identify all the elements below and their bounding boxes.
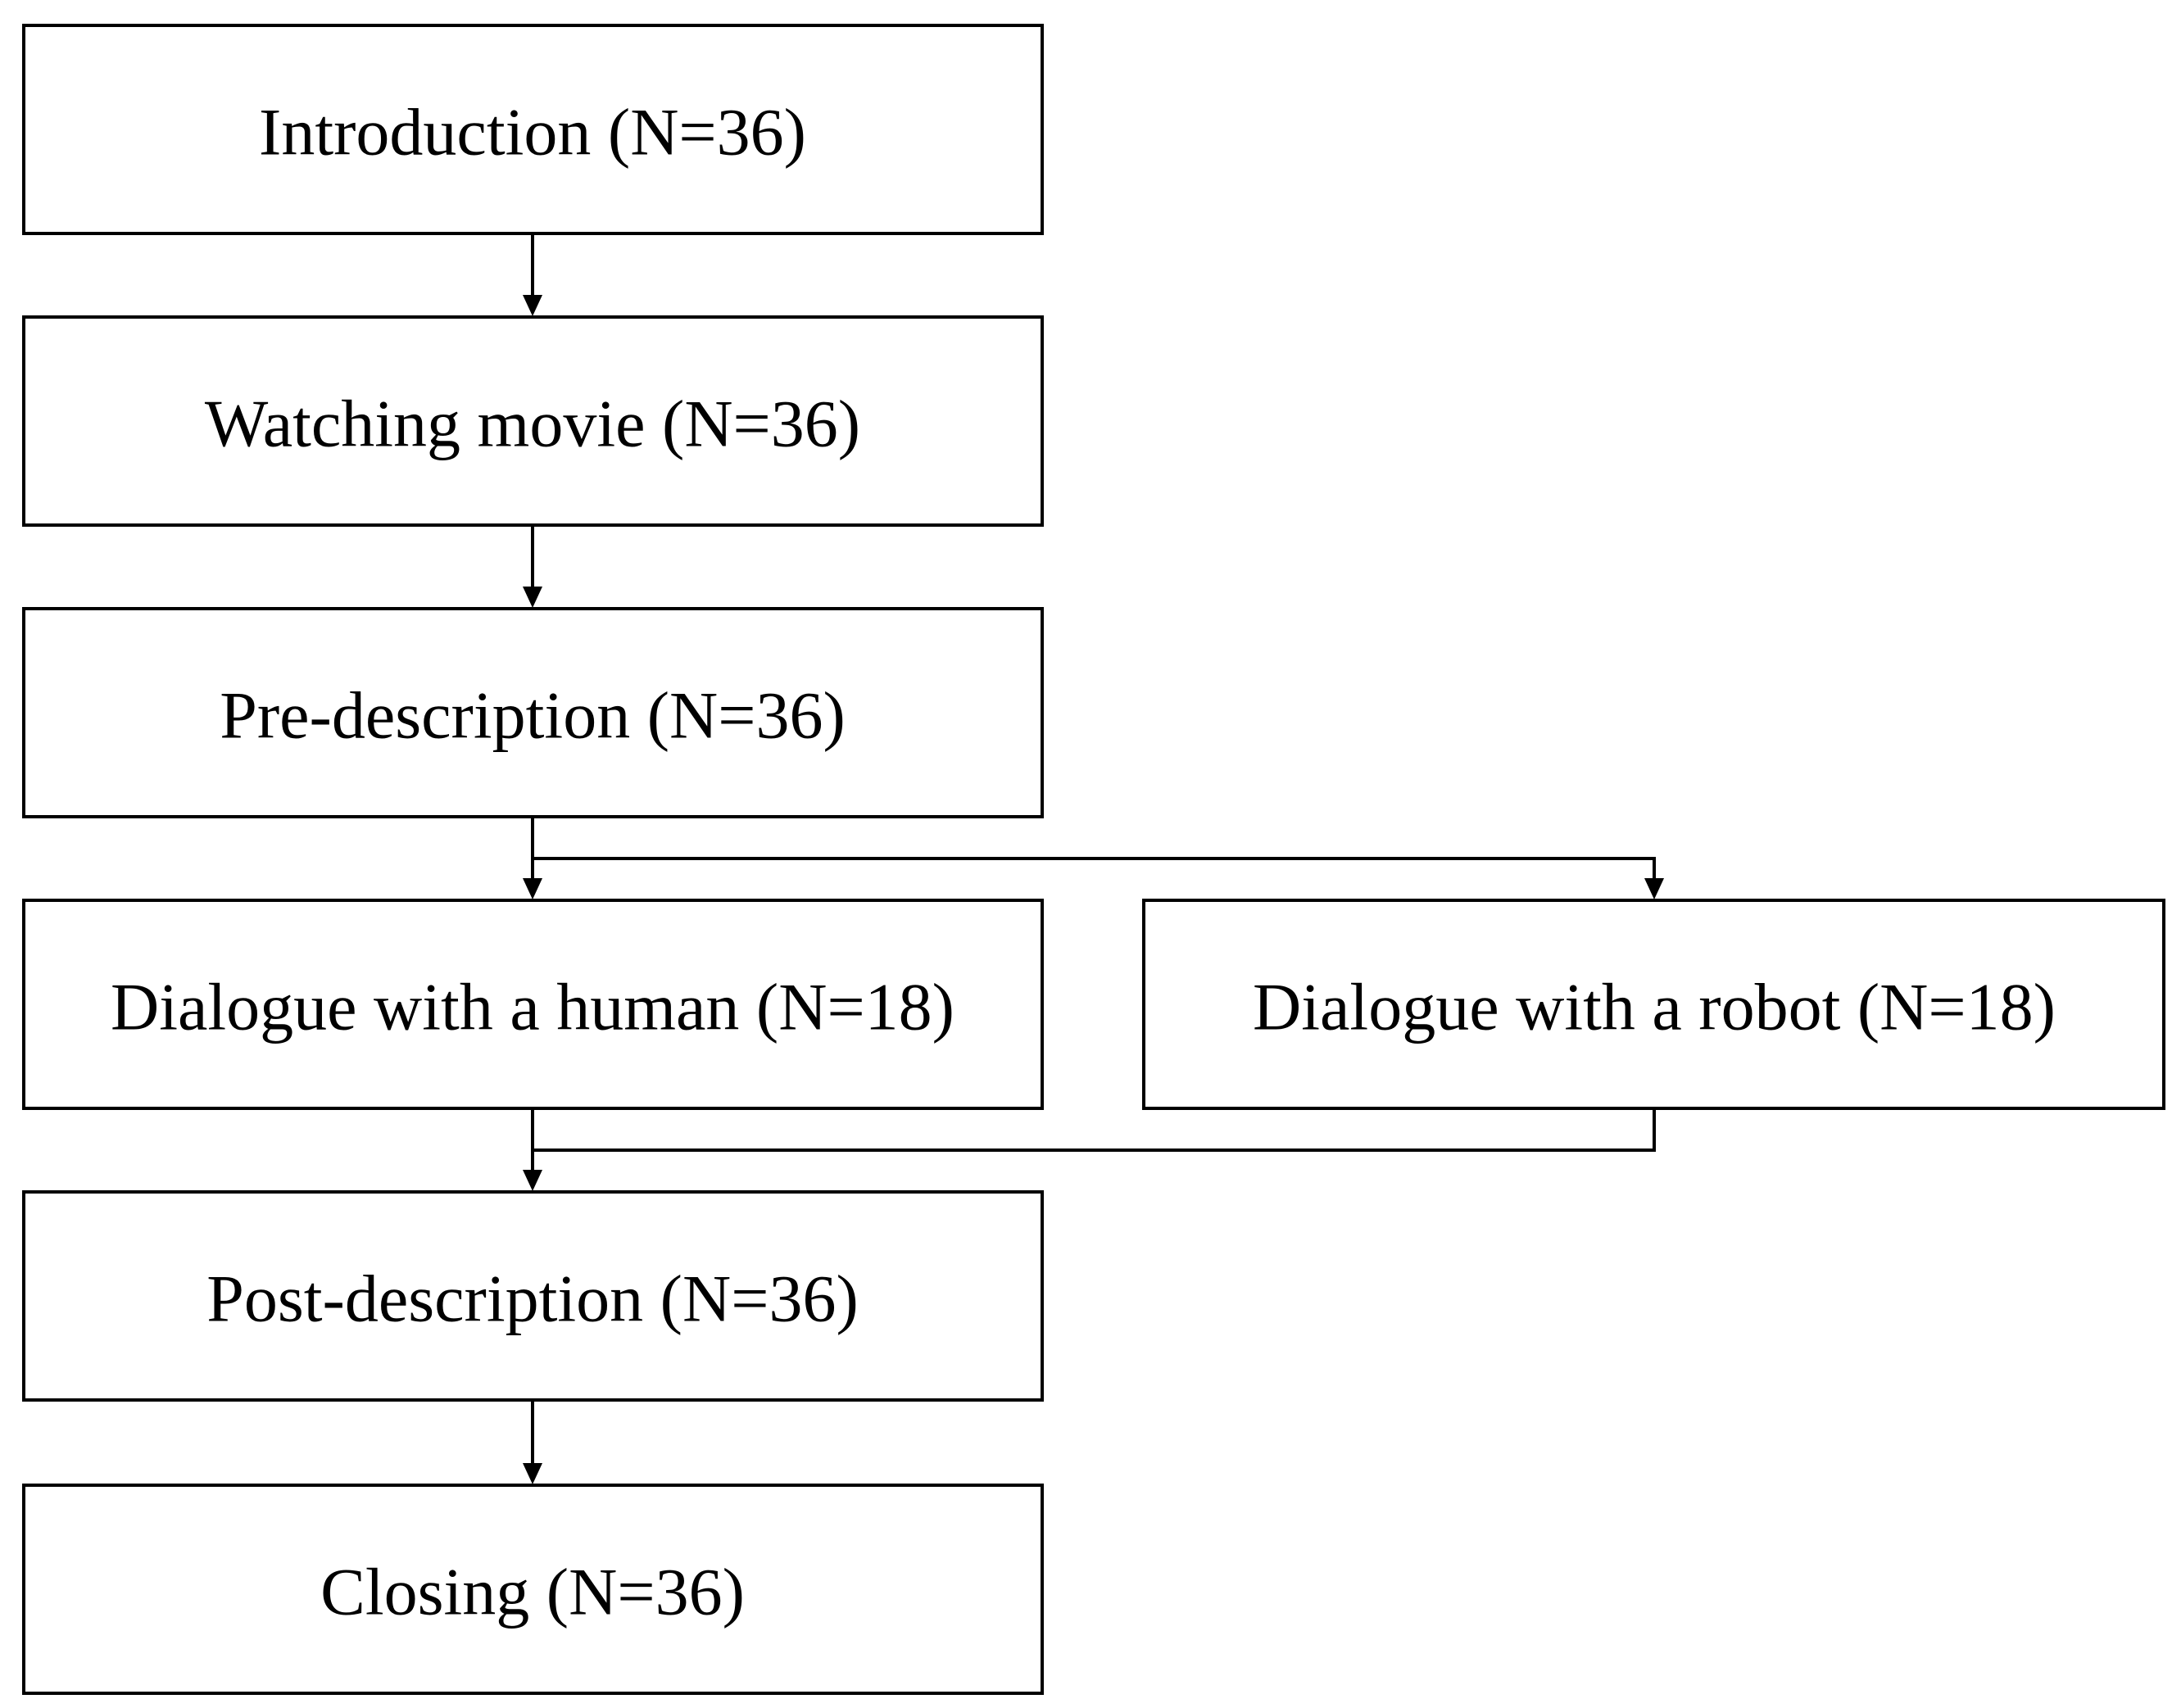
node-label: Introduction (N=36)	[259, 95, 806, 170]
node-label: Dialogue with a human (N=18)	[111, 970, 955, 1044]
node-label: Post-description (N=36)	[206, 1262, 859, 1336]
arrowhead-closing	[523, 1463, 542, 1484]
node-box	[22, 607, 1044, 818]
node-box	[22, 899, 1044, 1110]
arrowhead-pre-description	[523, 587, 542, 608]
node-introduction: Introduction (N=36)	[22, 24, 1044, 235]
node-label: Watching movie (N=36)	[205, 387, 860, 461]
node-box	[22, 315, 1044, 527]
arrowhead-post-description	[523, 1170, 542, 1191]
arrowhead-watching-movie	[523, 295, 542, 316]
node-box	[1142, 899, 2165, 1110]
node-box	[22, 1484, 1044, 1695]
edge-dialogue-merge	[533, 1108, 1656, 1152]
node-dialogue-robot: Dialogue with a robot (N=18)	[1142, 899, 2165, 1110]
node-watching-movie: Watching movie (N=36)	[22, 315, 1044, 527]
arrowhead-dialogue-robot	[1644, 878, 1664, 899]
node-label: Closing (N=36)	[320, 1555, 745, 1629]
node-dialogue-human: Dialogue with a human (N=18)	[22, 899, 1044, 1110]
arrowhead-dialogue-human	[523, 878, 542, 899]
node-post-description: Post-description (N=36)	[22, 1190, 1044, 1402]
node-box	[22, 1190, 1044, 1402]
node-label: Dialogue with a robot (N=18)	[1253, 970, 2056, 1044]
node-pre-description: Pre-description (N=36)	[22, 607, 1044, 818]
node-box	[22, 24, 1044, 235]
node-closing: Closing (N=36)	[22, 1484, 1044, 1695]
node-label: Pre-description (N=36)	[220, 678, 846, 753]
edge-pre-description-split	[531, 817, 1656, 878]
connectors	[523, 233, 1664, 1484]
